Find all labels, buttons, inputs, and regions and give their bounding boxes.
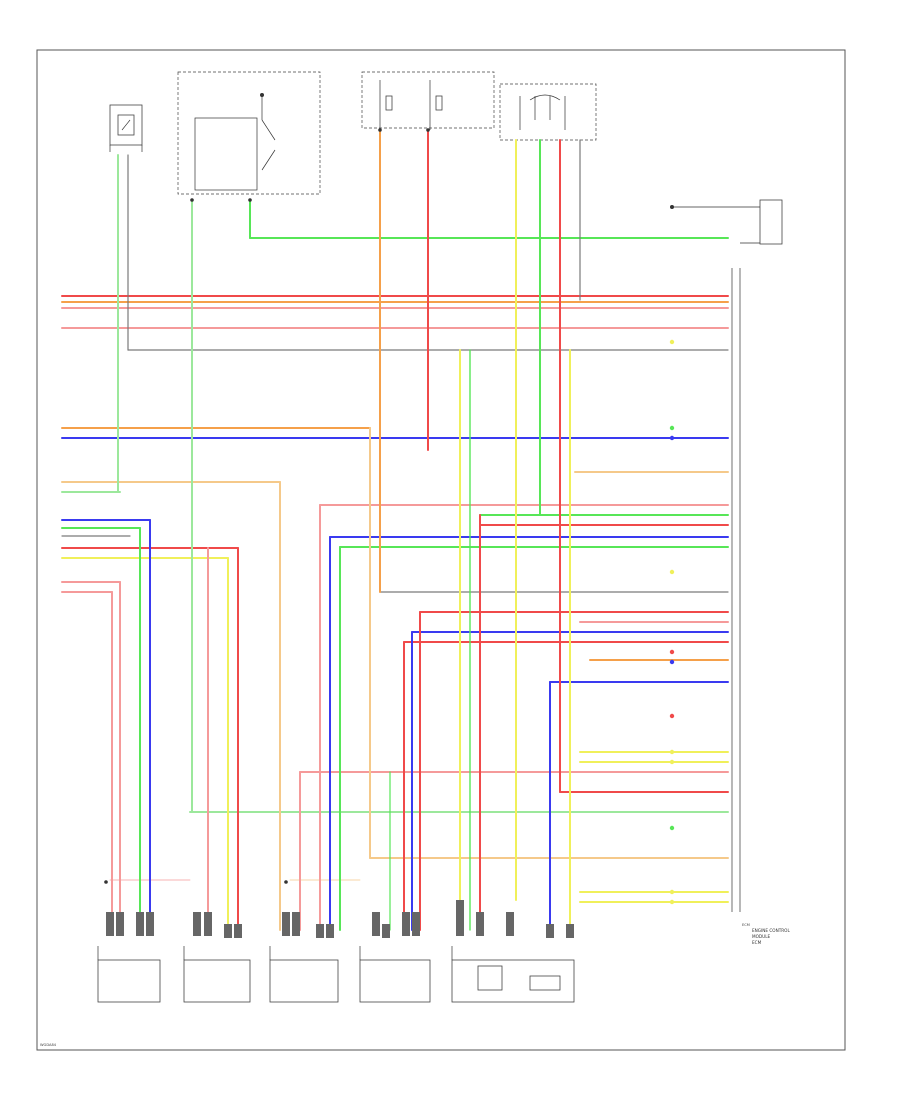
vertical-wires: [111, 129, 581, 931]
ecm-pin-markers: [669, 339, 675, 905]
sensor-box-3: [269, 959, 339, 1003]
svg-text:ECM: ECM: [742, 923, 750, 927]
svg-text:ENGINE CONTROL: ENGINE CONTROL: [752, 928, 790, 933]
connector-stubs: [106, 900, 574, 938]
sensor-box-4: [359, 959, 431, 1003]
diagram-frame: [36, 49, 846, 1051]
power-relay: [499, 83, 597, 141]
splice-points: [104, 128, 430, 884]
bottom-components: [97, 946, 575, 1003]
relay-block: [177, 71, 321, 195]
svg-text:ECM: ECM: [752, 940, 762, 945]
right-top-sensor: [670, 199, 783, 245]
footer-code: WGDA84: [40, 1043, 57, 1047]
horizontal-wires: [61, 237, 729, 903]
top-left-sensor: [109, 104, 143, 152]
sensor-box-2: [183, 959, 251, 1003]
fuse-block: [361, 71, 495, 130]
ecm-connector: ECM: [731, 268, 750, 927]
svg-text:MODULE: MODULE: [752, 934, 771, 939]
sensor-box-1: [97, 959, 161, 1003]
